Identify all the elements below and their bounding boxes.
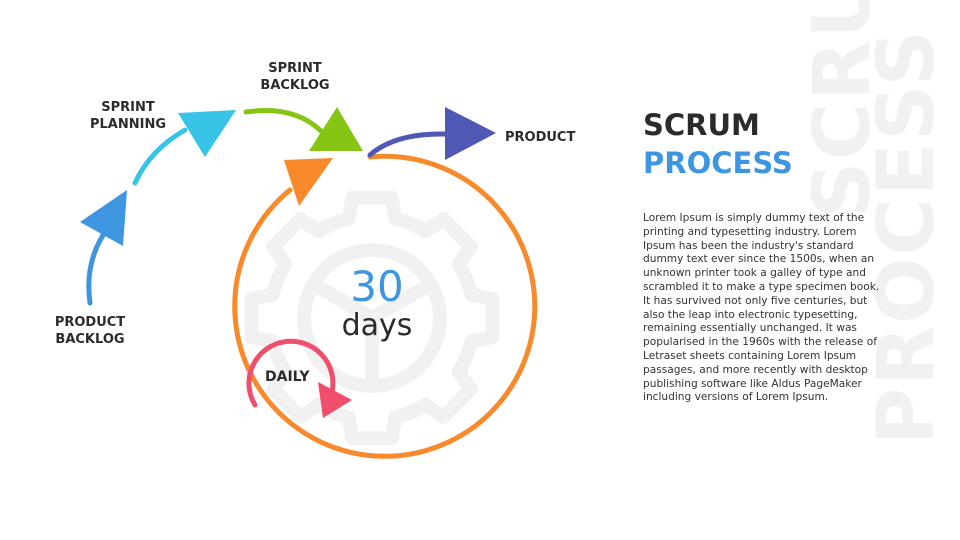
description-line: printing and typesetting industry. Lorem [643, 225, 857, 238]
label-line: PLANNING [89, 117, 167, 132]
pink-arrowhead-icon [318, 382, 352, 418]
description-line: unknown printer took a galley of type an… [643, 267, 866, 280]
description-line: publishing software like Aldus PageMaker [643, 377, 862, 390]
sprint-backlog-arrow [243, 108, 325, 135]
label-line: BACKLOG [55, 332, 125, 347]
daily-arrow [246, 338, 336, 408]
description-line: popularised in the 1960s with the releas… [643, 336, 877, 349]
sprint-cycle-arrow [232, 153, 538, 459]
description-line: also the leap into electronic typesettin… [643, 308, 858, 321]
label-product-backlog: PRODUCT BACKLOG [45, 314, 135, 348]
label-line: SPRINT [268, 61, 322, 76]
sprint-planning-arrow [132, 127, 188, 186]
cyan-arrowhead-icon [178, 110, 236, 157]
sprint-cycle-arrowhead-icon [284, 158, 333, 206]
label-line: PRODUCT [54, 315, 126, 330]
description-line: scrambled it to make a type specimen boo… [643, 280, 880, 293]
label-daily: DAILY [265, 369, 310, 385]
duration-number: 30 [350, 262, 404, 311]
label-sprint-planning: SPRINT PLANNING [83, 99, 173, 133]
title-line-2: PROCESS [643, 146, 793, 180]
label-sprint-backlog: SPRINT BACKLOG [250, 60, 340, 94]
product-backlog-arrow [86, 225, 111, 306]
label-product: PRODUCT [505, 130, 576, 145]
title-line-1: SCRUM [643, 108, 760, 142]
duration-unit: days [341, 308, 413, 343]
purple-arrowhead-icon [445, 107, 496, 160]
description-line: It has survived not only five centuries,… [643, 294, 868, 307]
gear-icon [244, 190, 500, 446]
label-line: BACKLOG [260, 78, 330, 93]
description-line: Lorem Ipsum is simply dummy text of the [643, 212, 865, 224]
description-line: including versions of Lorem Ipsum. [643, 391, 829, 404]
description-line: Ipsum has been the industry's standard [643, 239, 854, 252]
green-arrowhead-icon [309, 107, 363, 151]
description-line: Letraset sheets containing Lorem Ipsum [643, 349, 857, 362]
description-line: dummy text ever since the 1500s, when an [643, 253, 875, 266]
description-line: passages, and more recently with desktop [643, 363, 868, 376]
blue-arrowhead-icon [80, 190, 127, 246]
description-line: remaining essentially unchanged. It was [643, 322, 857, 335]
product-arrow [367, 131, 448, 158]
label-line: SPRINT [101, 100, 155, 115]
